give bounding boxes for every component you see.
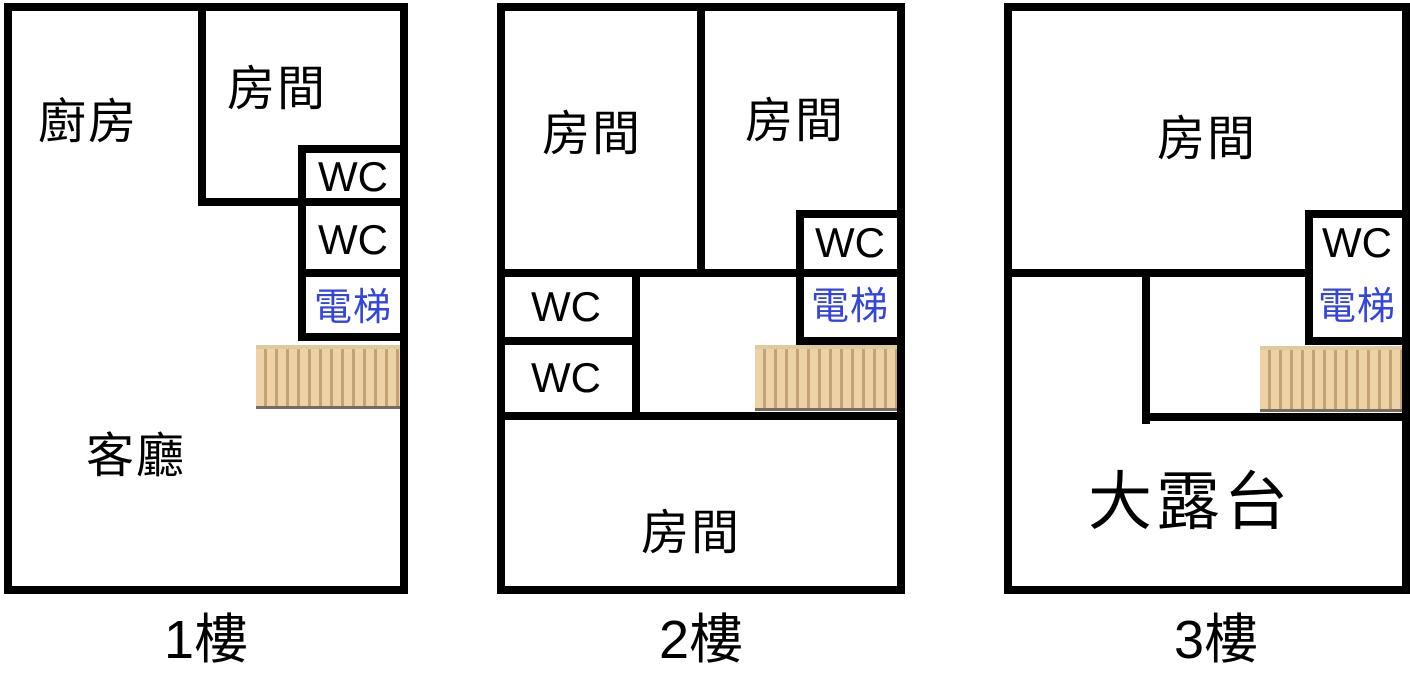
stairs [1260,346,1402,412]
wall-segment [298,269,400,277]
floor-caption-2f: 2樓 [658,610,744,670]
wall-segment [198,11,206,206]
room-label: 房間 [541,108,643,161]
room-label: 房間 [744,95,846,148]
wc-label: WC [531,283,601,330]
wall-segment [1305,210,1313,345]
wc-label: WC [318,153,388,200]
wall-segment [298,145,400,153]
wall-segment [298,145,306,341]
wc-label: WC [1322,219,1392,266]
wall-segment [800,210,897,218]
wall-segment [505,269,897,277]
wc-label: WC [318,216,388,263]
floor-plan-1f: 廚房 房間 WC WC 電梯 客廳 [4,3,408,594]
room-label: 房間 [640,507,742,560]
wall-segment [697,11,705,277]
elevator-label: 電梯 [810,286,890,328]
floor-caption-3f: 3樓 [1173,610,1259,670]
wall-segment [1309,210,1402,218]
room-label: 房間 [1156,113,1258,166]
kitchen-label: 廚房 [37,96,139,149]
wc-label: WC [815,219,885,266]
living-room-label: 客廳 [85,430,187,483]
wall-segment [1142,269,1150,424]
wall-segment [1142,413,1402,421]
floor-plan-2f: 房間 房間 WC 電梯 WC WC 房間 [497,3,905,594]
elevator-label: 電梯 [313,287,393,329]
wall-segment [796,210,804,345]
terrace-label: 大露台 [1088,467,1292,538]
stairs [256,345,400,409]
wall-segment [505,337,640,345]
wall-segment [298,333,400,341]
floor-caption-1f: 1樓 [163,610,249,670]
wc-label: WC [531,354,601,401]
floor-plan-3f: 房間 WC 電梯 大露台 [1004,3,1410,594]
wall-segment [1305,337,1402,345]
wall-segment [505,412,897,420]
wall-segment [1012,269,1313,277]
stairs [755,345,897,411]
elevator-label: 電梯 [1317,286,1397,328]
wall-segment [796,337,897,345]
room-label: 房間 [226,63,328,116]
